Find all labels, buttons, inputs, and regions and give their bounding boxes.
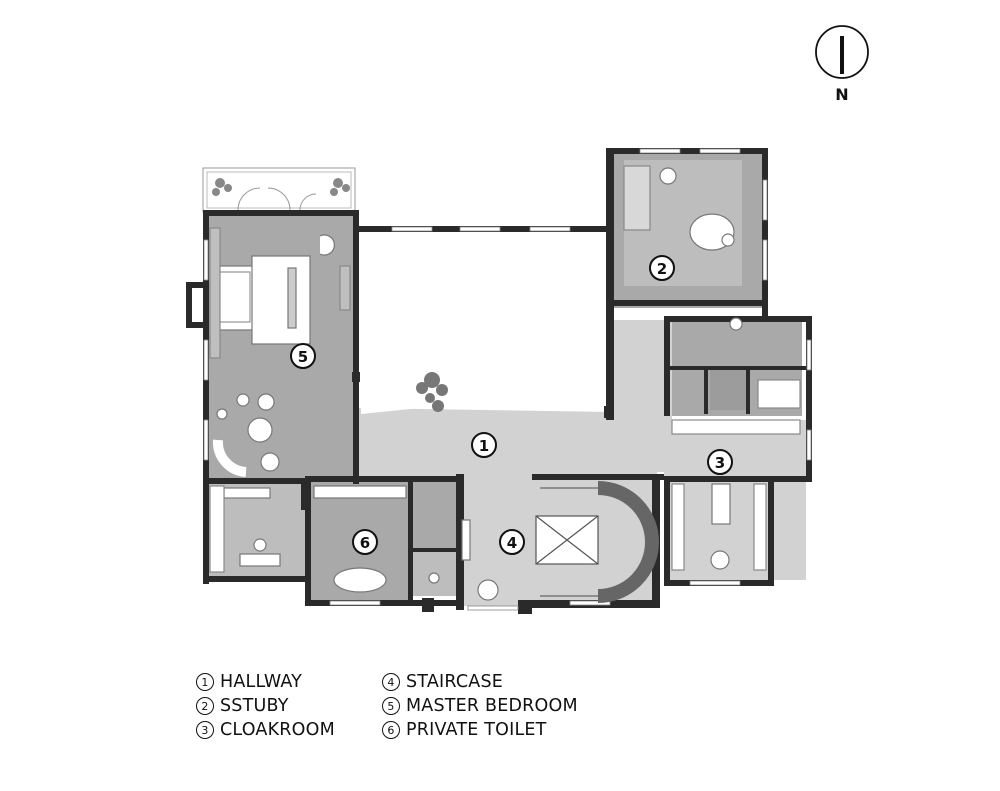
north-compass: N xyxy=(815,25,869,104)
legend-item-cloakroom: 3 CLOAKROOM xyxy=(196,718,335,742)
svg-text:2: 2 xyxy=(657,260,667,278)
legend-item-study: 2 SSTUBY xyxy=(196,694,335,718)
svg-text:4: 4 xyxy=(507,534,517,552)
svg-text:6: 6 xyxy=(360,534,370,552)
furniture xyxy=(209,165,801,603)
room-marker-4: 4 xyxy=(499,529,525,555)
room-marker-3: 3 xyxy=(707,449,733,475)
legend-column-1: 1 HALLWAY 2 SSTUBY 3 CLOAKROOM xyxy=(196,670,335,742)
windows xyxy=(203,148,812,611)
legend-number: 5 xyxy=(382,697,400,715)
legend-number: 1 xyxy=(196,673,214,691)
room-marker-5: 5 xyxy=(290,343,316,369)
legend-label: HALLWAY xyxy=(220,672,303,692)
legend-number: 2 xyxy=(196,697,214,715)
legend-number: 4 xyxy=(382,673,400,691)
legend-label: PRIVATE TOILET xyxy=(406,720,547,740)
cloakroom-area xyxy=(664,420,806,580)
legend-column-2: 4 STAIRCASE 5 MASTER BEDROOM 6 PRIVATE TOIL… xyxy=(382,670,578,742)
room-marker-6: 6 xyxy=(352,529,378,555)
legend-label: MASTER BEDROOM xyxy=(406,696,578,716)
walls xyxy=(186,148,812,614)
legend-item-hallway: 1 HALLWAY xyxy=(196,670,335,694)
balcony xyxy=(202,167,356,213)
room-markers: 1 2 3 4 5 6 xyxy=(290,255,733,555)
legend-label: SSTUBY xyxy=(220,696,289,716)
svg-text:5: 5 xyxy=(298,348,308,366)
svg-text:3: 3 xyxy=(715,454,725,472)
legend-item-private-toilet: 6 PRIVATE TOILET xyxy=(382,718,578,742)
room-marker-2: 2 xyxy=(649,255,675,281)
legend-item-master-bedroom: 5 MASTER BEDROOM xyxy=(382,694,578,718)
svg-text:1: 1 xyxy=(479,437,489,455)
legend-number: 6 xyxy=(382,721,400,739)
legend-label: STAIRCASE xyxy=(406,672,504,692)
compass-label: N xyxy=(835,85,848,104)
legend-number: 3 xyxy=(196,721,214,739)
room-marker-1: 1 xyxy=(471,432,497,458)
legend-label: CLOAKROOM xyxy=(220,720,335,740)
master-bedroom-area xyxy=(207,214,355,482)
legend-item-staircase: 4 STAIRCASE xyxy=(382,670,578,694)
